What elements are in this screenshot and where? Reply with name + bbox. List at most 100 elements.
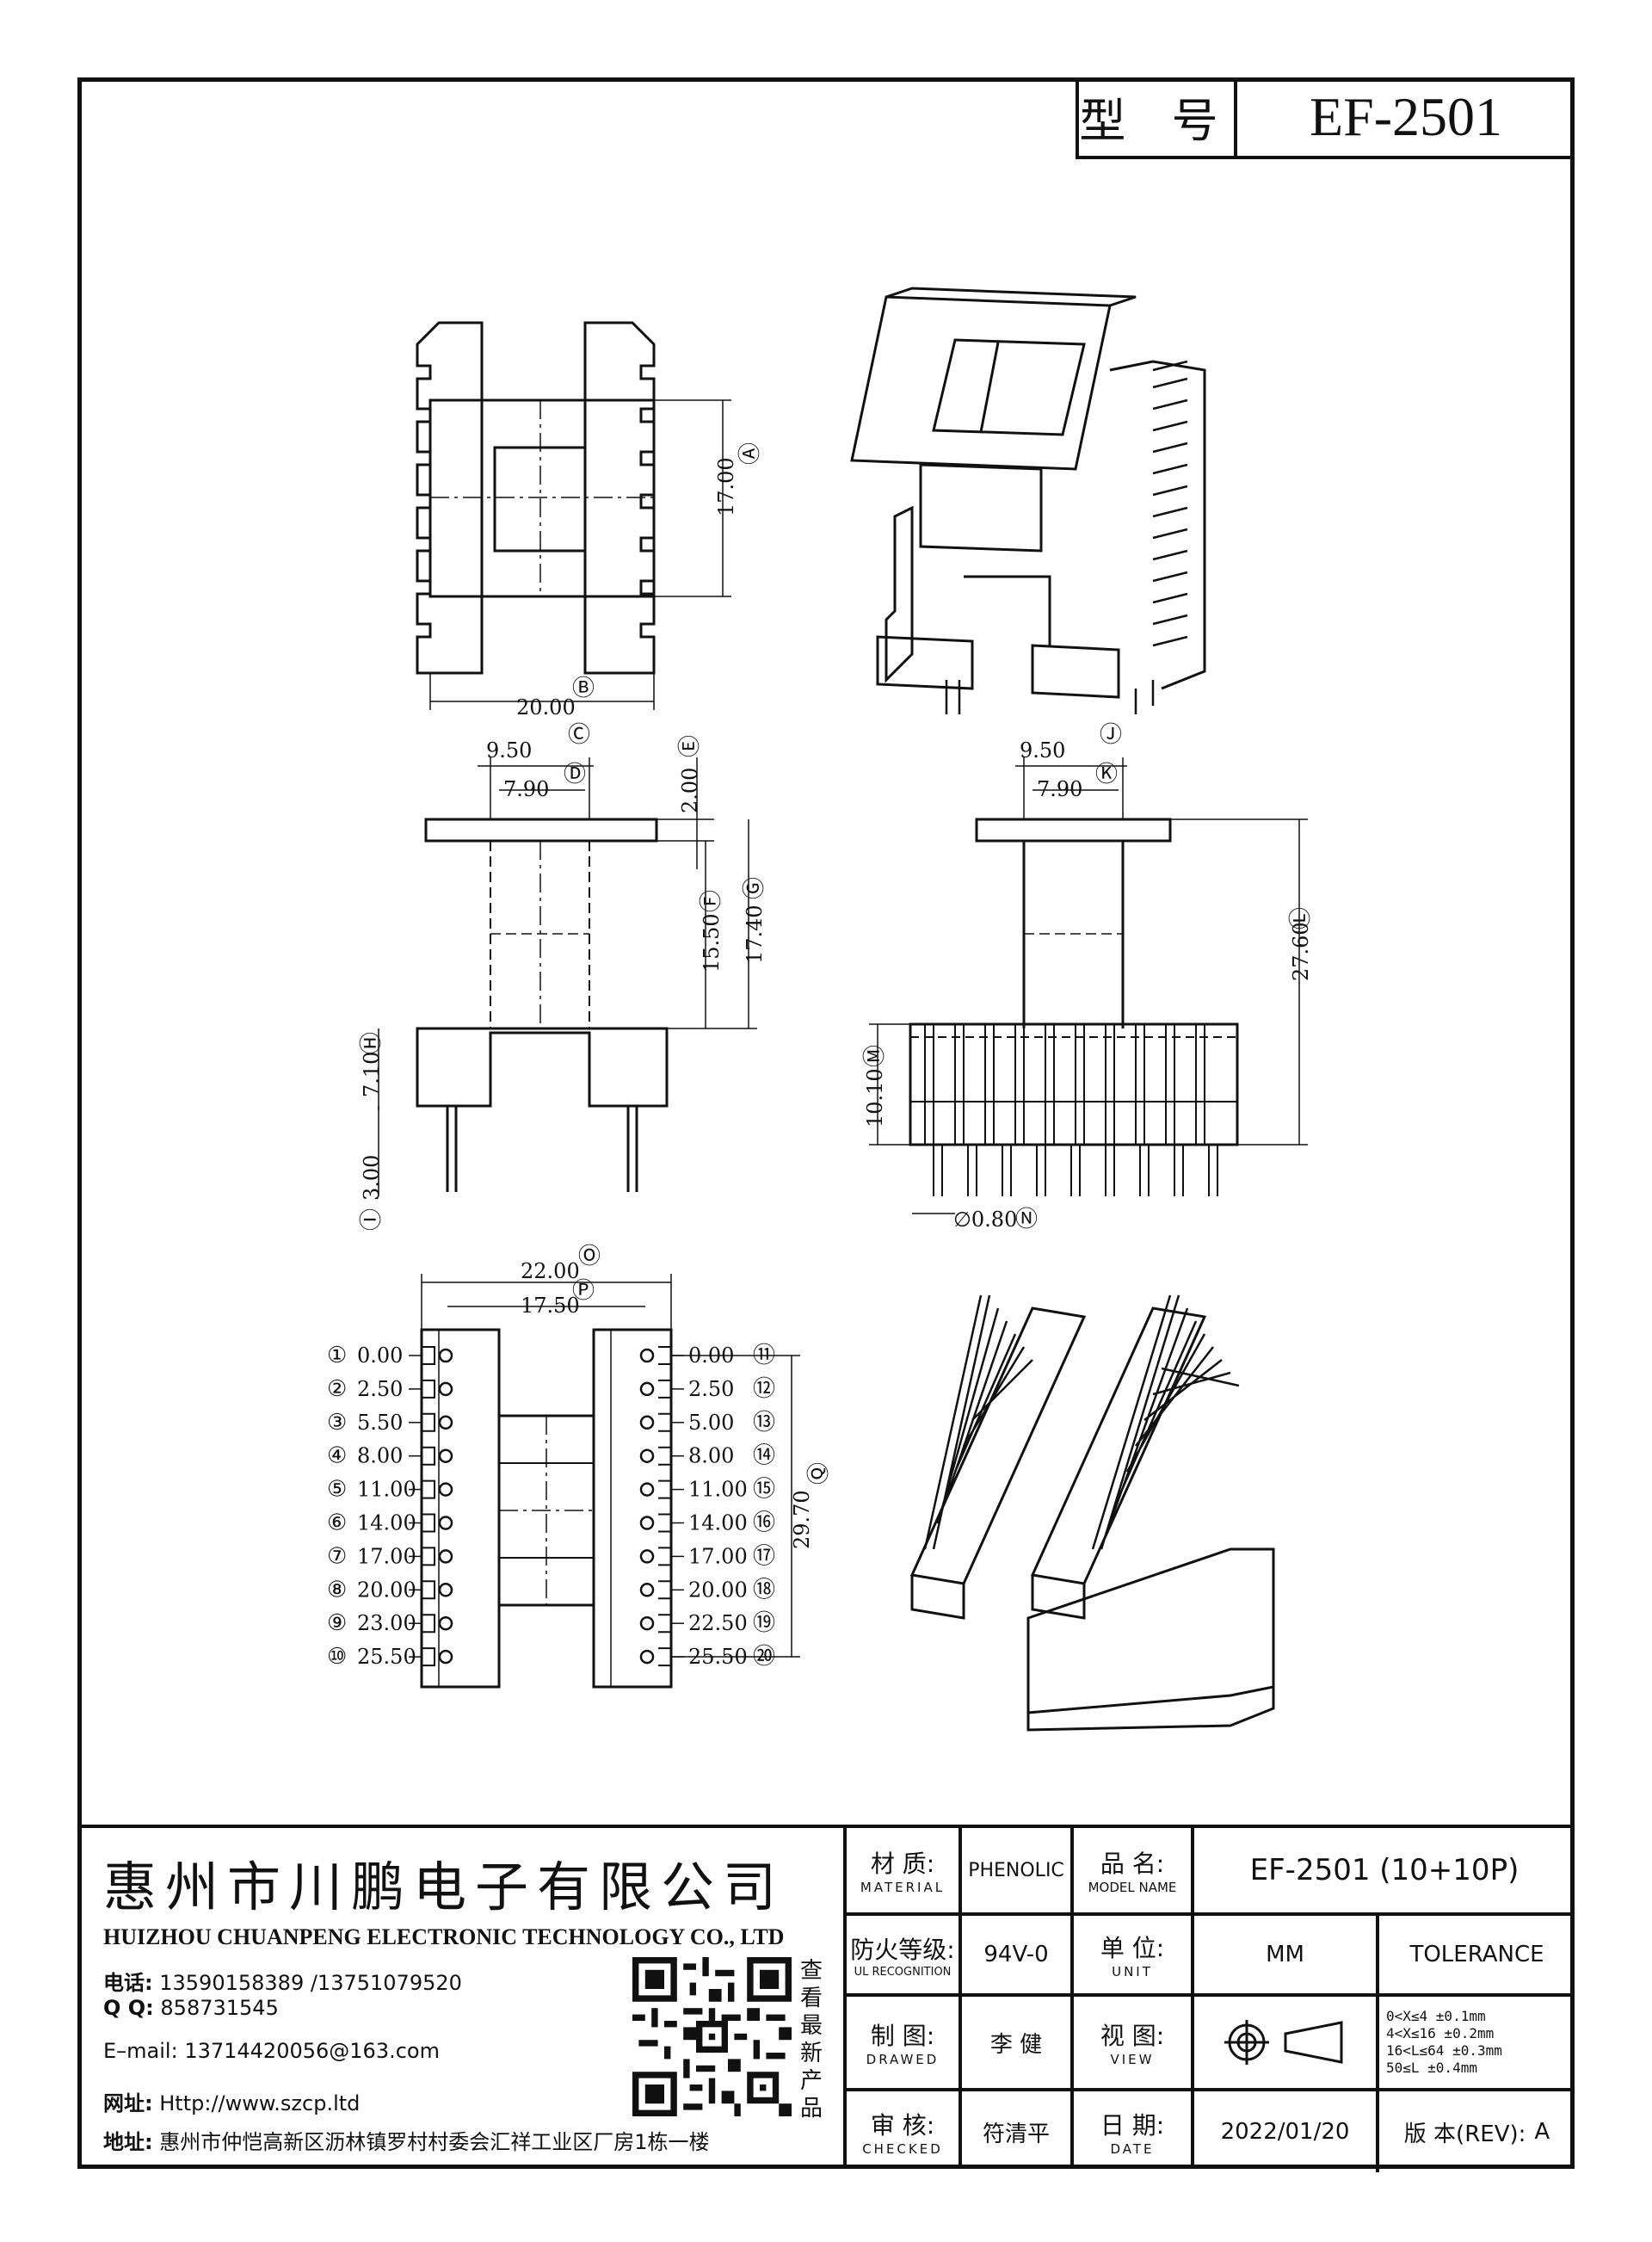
- dim-e-marker: Ⓔ: [677, 735, 703, 757]
- pin-position-left: 25.50: [357, 1645, 416, 1669]
- pin-notch: [422, 1647, 435, 1667]
- pin-position-right: 25.50: [688, 1645, 748, 1669]
- pin-position-right: 20.00: [688, 1578, 748, 1602]
- material-label-en: MATERIAL: [860, 1880, 946, 1895]
- drawn-label-en: DRAWED: [866, 2052, 940, 2067]
- pin-id-right: ⑳: [753, 1644, 775, 1670]
- model-label: 型 号: [1079, 94, 1234, 148]
- dim-e: 2.00: [678, 768, 702, 813]
- dim-d: 7.90: [503, 777, 549, 801]
- pin-id-left: ②: [327, 1376, 347, 1402]
- view-label: 视 图:: [1100, 2022, 1165, 2050]
- pin-notch: [658, 1346, 672, 1365]
- pin-position-right: 11.00: [688, 1478, 748, 1502]
- dim-g: 17.40: [743, 905, 767, 964]
- pin-position-right: 0.00: [688, 1343, 734, 1368]
- company-name-en: HUIZHOU CHUANPENG ELECTRONIC TECHNOLOGY …: [103, 1924, 785, 1949]
- pin-position-right: 8.00: [688, 1444, 734, 1468]
- tolerance-row-1: 0<X≤4 ±0.1mm: [1386, 2008, 1486, 2024]
- pin-position-left: 17.00: [357, 1544, 416, 1568]
- pin-id-right: ⑲: [753, 1610, 775, 1636]
- pin-right: [639, 1583, 655, 1597]
- front-view: [378, 757, 757, 1196]
- unit-label: 单 位:: [1100, 1934, 1165, 1962]
- spec-table: 材 质:MATERIAL PHENOLIC 品 名:MODEL NAME EF-…: [843, 1828, 1575, 2172]
- dim-f-marker: Ⓕ: [699, 890, 724, 912]
- pin-id-right: ⑰: [753, 1543, 775, 1569]
- checked-label: 审 核:: [870, 2111, 935, 2140]
- email-label: E–mail:: [103, 2039, 178, 2063]
- checked-label-en: CHECKED: [862, 2141, 943, 2157]
- tolerance-label: TOLERANCE: [1409, 1942, 1544, 1967]
- pin-id-right: ⑱: [753, 1577, 775, 1603]
- dim-k: 7.90: [1037, 777, 1082, 801]
- dim-c: 9.50: [486, 738, 532, 763]
- pin-position-left: 14.00: [357, 1511, 416, 1535]
- pin-left: [438, 1415, 453, 1430]
- tolerance-row-4: 50≤L ±0.4mm: [1386, 2060, 1477, 2076]
- fire-rating-label-en: UL RECOGNITION: [854, 1965, 952, 1979]
- pin-position-left: 5.50: [357, 1411, 403, 1435]
- drawing-frame: [77, 77, 1575, 2169]
- pin-position-left: 20.00: [357, 1578, 416, 1602]
- dim-g-marker: Ⓖ: [742, 877, 767, 899]
- dim-b: 20.00: [516, 695, 576, 720]
- pin-id-left: ⑨: [327, 1610, 347, 1636]
- pin-position-right: 2.50: [688, 1377, 734, 1401]
- dim-c-marker: Ⓒ: [568, 722, 590, 748]
- pin-left: [438, 1615, 453, 1631]
- pin-position-right: 5.00: [688, 1411, 734, 1435]
- dim-k-marker: Ⓚ: [1095, 762, 1118, 787]
- pin-notch: [422, 1614, 435, 1634]
- pin-right: [639, 1348, 655, 1363]
- top-view: [416, 321, 731, 710]
- web-label: 网址:: [103, 2091, 153, 2115]
- dim-a-marker: Ⓐ: [737, 442, 763, 465]
- title-block-footer: 惠州市川鹏电子有限公司 HUIZHOU CHUANPENG ELECTRONIC…: [77, 1825, 1575, 2172]
- dim-p-marker: Ⓟ: [572, 1278, 595, 1304]
- bottom-view-pins: [409, 1346, 684, 1667]
- model-name-label-en: MODEL NAME: [1088, 1880, 1177, 1895]
- qr-code: [632, 1957, 792, 2116]
- fire-rating-label: 防火等级:: [850, 1935, 955, 1964]
- dim-b-marker: Ⓑ: [572, 676, 595, 701]
- material-value: PHENOLIC: [968, 1859, 1064, 1881]
- date-label-en: DATE: [1110, 2141, 1155, 2157]
- pin-right: [639, 1549, 655, 1564]
- pin-notch: [422, 1346, 435, 1365]
- qr-caption: 查看最新产品: [800, 1958, 823, 2122]
- pin-left: [438, 1649, 453, 1665]
- dim-n-marker: Ⓝ: [1015, 1207, 1038, 1232]
- date-value: 2022/01/20: [1220, 2119, 1350, 2145]
- model-name-value: EF-2501 (10+10P): [1249, 1853, 1519, 1887]
- pin-id-left: ⑦: [327, 1543, 347, 1569]
- pin-notch: [658, 1412, 672, 1432]
- company-name-cn: 惠州市川鹏电子有限公司: [103, 1856, 786, 1918]
- material-label: 材 质:: [870, 1850, 935, 1878]
- pin-id-right: ⑮: [753, 1477, 775, 1503]
- website-link[interactable]: Http://www.szcp.ltd: [159, 2091, 361, 2115]
- pin-id-right: ⑯: [753, 1510, 775, 1536]
- pin-position-right: 14.00: [688, 1511, 748, 1535]
- pin-notch: [658, 1446, 672, 1466]
- pin-right: [639, 1448, 655, 1463]
- dim-l-marker: Ⓛ: [1288, 907, 1314, 930]
- pin-left: [438, 1482, 453, 1497]
- dim-p: 17.50: [521, 1294, 580, 1318]
- unit-value: MM: [1266, 1942, 1304, 1967]
- pin-position-left: 8.00: [357, 1444, 403, 1468]
- pin-notch: [422, 1479, 435, 1499]
- pin-right: [639, 1415, 655, 1430]
- dim-j: 9.50: [1020, 738, 1065, 763]
- address-label: 地址:: [103, 2130, 153, 2154]
- pin-left: [438, 1549, 453, 1564]
- dim-i: 3.00: [360, 1155, 384, 1201]
- pin-id-left: ④: [327, 1443, 347, 1469]
- dim-l: 27.60: [1289, 922, 1313, 981]
- dim-i-marker: Ⓘ: [359, 1208, 385, 1231]
- bottom-view: [420, 1274, 800, 1689]
- title-block: 型 号 EF-2501: [1076, 77, 1575, 159]
- pin-right: [639, 1649, 655, 1665]
- pin-notch: [658, 1614, 672, 1634]
